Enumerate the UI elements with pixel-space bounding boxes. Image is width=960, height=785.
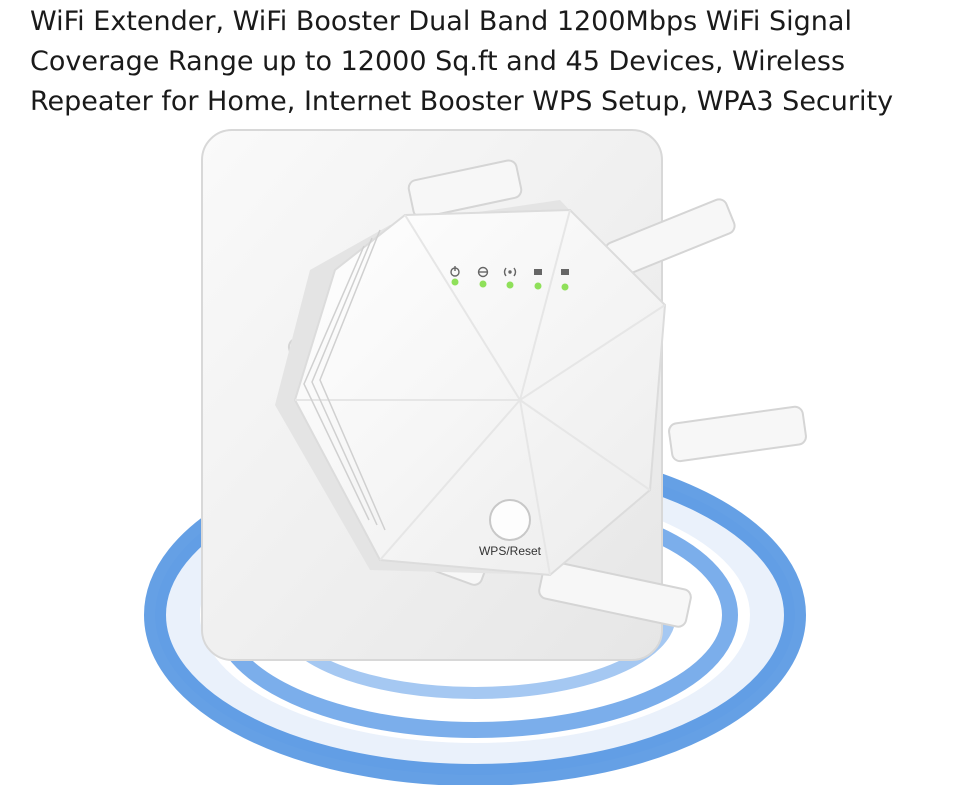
status-icons (450, 266, 569, 278)
extender-body (275, 200, 667, 577)
wps-reset-button (489, 499, 531, 541)
power-icon (450, 266, 460, 277)
wireless-icon (503, 267, 517, 277)
product-image[interactable]: WPS/Reset (140, 120, 820, 785)
internet-icon (477, 266, 489, 278)
wps-reset-label: WPS/Reset (479, 544, 542, 558)
status-leds (451, 278, 569, 291)
lan-port-icon (534, 269, 542, 275)
lan-port-icon (561, 269, 569, 275)
wifi-extender-illustration: WPS/Reset (144, 129, 807, 785)
product-title: WiFi Extender, WiFi Booster Dual Band 12… (30, 6, 894, 117)
